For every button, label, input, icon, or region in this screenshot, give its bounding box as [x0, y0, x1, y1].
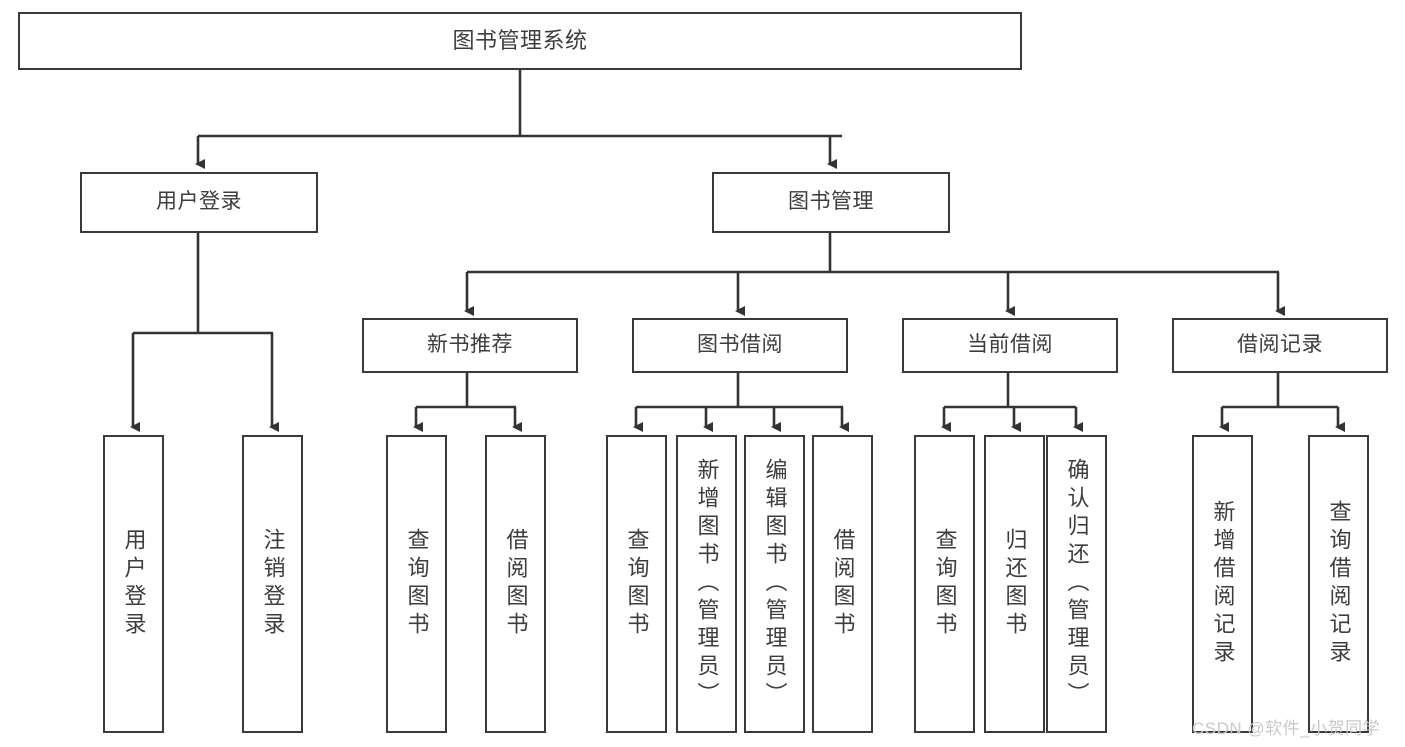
node-leaf-add-record[interactable]: 新增借阅记录 — [1192, 435, 1253, 733]
node-book-borrow[interactable]: 图书借阅 — [632, 318, 848, 373]
node-leaf-query-book-3[interactable]: 查询图书 — [914, 435, 975, 733]
node-current-borrow[interactable]: 当前借阅 — [902, 318, 1118, 373]
node-leaf-add-book-label: 新增图书（管理员） — [694, 458, 720, 710]
node-leaf-confirm-return-label: 确认归还（管理员） — [1064, 458, 1090, 710]
node-leaf-borrow-book-2[interactable]: 借阅图书 — [812, 435, 873, 733]
node-leaf-return-book-label: 归还图书 — [1002, 528, 1028, 640]
node-leaf-user-login-label: 用户登录 — [121, 528, 147, 640]
node-leaf-query-record-label: 查询借阅记录 — [1326, 500, 1352, 668]
node-current-borrow-label: 当前借阅 — [967, 333, 1053, 357]
node-leaf-query-book-2-label: 查询图书 — [624, 528, 650, 640]
node-leaf-borrow-book-1[interactable]: 借阅图书 — [485, 435, 546, 733]
node-user-login-label: 用户登录 — [156, 190, 242, 214]
node-leaf-user-logout-label: 注销登录 — [260, 528, 286, 640]
node-leaf-borrow-book-2-label: 借阅图书 — [830, 528, 856, 640]
node-book-manage[interactable]: 图书管理 — [712, 172, 950, 233]
node-leaf-edit-book[interactable]: 编辑图书（管理员） — [744, 435, 805, 733]
node-leaf-user-logout[interactable]: 注销登录 — [242, 435, 303, 733]
node-root-label: 图书管理系统 — [452, 28, 588, 54]
node-leaf-query-book-2[interactable]: 查询图书 — [606, 435, 667, 733]
node-new-book-recommend-label: 新书推荐 — [427, 333, 513, 357]
node-leaf-user-login[interactable]: 用户登录 — [103, 435, 164, 733]
node-leaf-query-book-3-label: 查询图书 — [932, 528, 958, 640]
node-leaf-add-book[interactable]: 新增图书（管理员） — [676, 435, 737, 733]
node-new-book-recommend[interactable]: 新书推荐 — [362, 318, 578, 373]
node-leaf-confirm-return[interactable]: 确认归还（管理员） — [1046, 435, 1107, 733]
node-leaf-return-book[interactable]: 归还图书 — [984, 435, 1045, 733]
node-leaf-query-record[interactable]: 查询借阅记录 — [1308, 435, 1369, 733]
node-book-manage-label: 图书管理 — [788, 190, 874, 214]
node-borrow-record[interactable]: 借阅记录 — [1172, 318, 1388, 373]
node-leaf-add-record-label: 新增借阅记录 — [1210, 500, 1236, 668]
node-leaf-borrow-book-1-label: 借阅图书 — [503, 528, 529, 640]
node-leaf-edit-book-label: 编辑图书（管理员） — [762, 458, 788, 710]
node-book-borrow-label: 图书借阅 — [697, 333, 783, 357]
node-leaf-query-book-1[interactable]: 查询图书 — [386, 435, 447, 733]
node-borrow-record-label: 借阅记录 — [1237, 333, 1323, 357]
node-leaf-query-book-1-label: 查询图书 — [404, 528, 430, 640]
watermark: CSDN @软件_小贺同学 — [1192, 719, 1381, 738]
node-root[interactable]: 图书管理系统 — [18, 12, 1022, 70]
node-user-login[interactable]: 用户登录 — [80, 172, 318, 233]
